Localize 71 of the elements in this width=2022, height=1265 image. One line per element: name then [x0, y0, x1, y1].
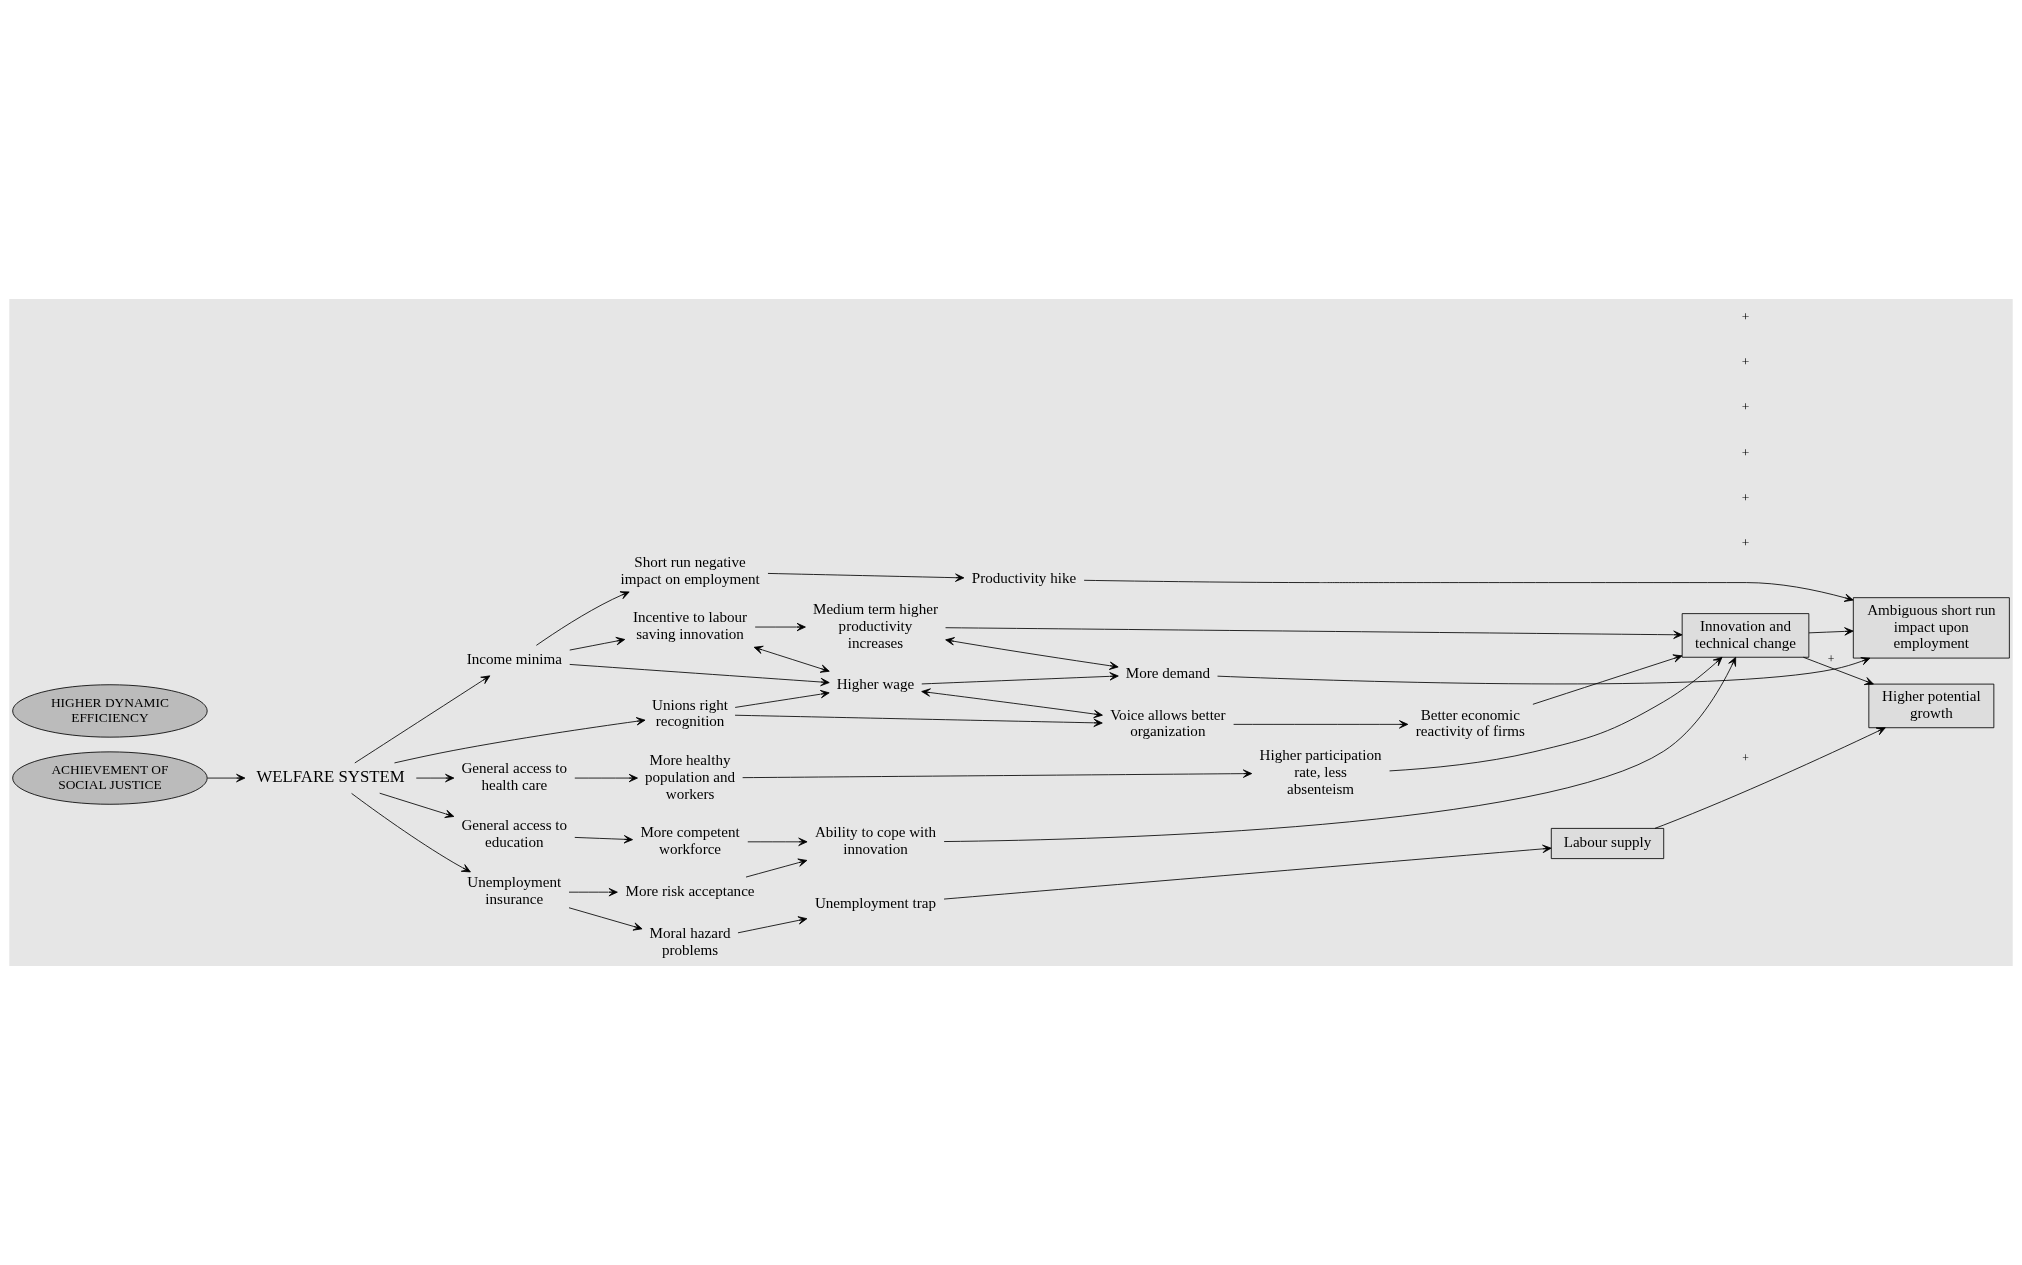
arrow — [767, 573, 965, 582]
node-text: WELFARE SYSTEM — [256, 767, 405, 787]
arrow — [379, 792, 455, 818]
arrow — [1389, 656, 1723, 772]
node-text: Unions right recognition — [652, 696, 728, 730]
arrow — [1532, 654, 1683, 705]
arrow — [734, 689, 830, 708]
arrow — [569, 636, 626, 651]
node-text: Voice allows better organization — [1110, 706, 1226, 740]
arrow — [921, 672, 1119, 685]
arrow — [574, 835, 633, 844]
arrow — [568, 887, 618, 897]
arrow — [734, 714, 1103, 727]
arrow — [742, 769, 1253, 779]
node-text: More risk acceptance — [625, 882, 755, 899]
label: + — [1741, 399, 1750, 415]
arrow — [569, 664, 830, 687]
arrow — [574, 773, 638, 783]
node-text: Income minima — [466, 651, 562, 668]
arrow — [945, 627, 1683, 639]
arrow — [1802, 656, 1874, 685]
node-text: More competent workforce — [640, 824, 740, 857]
arrow — [943, 844, 1552, 900]
node-text: Higher participation rate, less absenteism — [1259, 746, 1382, 797]
arrow — [415, 773, 455, 783]
arrow — [207, 773, 246, 783]
node-text: More demand — [1125, 664, 1210, 681]
arrow — [1233, 720, 1409, 729]
label: + — [1741, 444, 1750, 460]
edge-label: + — [1827, 653, 1835, 667]
node-ellipse: ACHIEVEMENT OF SOCIAL JUSTICE — [12, 751, 208, 805]
arrow — [351, 793, 471, 873]
node-box: Labour supply — [1550, 828, 1665, 860]
arrow — [394, 717, 646, 764]
node-text: Productivity hike — [971, 569, 1077, 586]
arrow — [1217, 657, 1871, 685]
label: + — [1741, 489, 1750, 505]
node-text: Unemployment trap — [814, 895, 937, 912]
node-text: Better economic reactivity of firms — [1415, 706, 1525, 740]
node-text: Medium term higher productivity increases — [813, 600, 938, 651]
node-text: Short run negative impact on employment — [620, 553, 760, 587]
arrow — [535, 591, 630, 646]
node-box: Ambiguous short run impact upon employment — [1852, 597, 2010, 659]
arrow — [945, 637, 1119, 670]
arrow — [753, 645, 830, 673]
label: + — [1741, 308, 1750, 324]
node-text: General access to health care — [461, 760, 568, 794]
node-ellipse: HIGHER DYNAMIC EFFICIENCY — [12, 684, 208, 738]
arrow — [943, 656, 1737, 842]
node-text: Incentive to labour saving innovation — [633, 609, 748, 643]
arrow — [1654, 727, 1886, 829]
edge-label: + — [1742, 752, 1749, 766]
arrow — [737, 916, 808, 934]
arrow — [745, 858, 808, 878]
node-box: Higher potential growth — [1868, 683, 1995, 729]
label: + — [1741, 353, 1750, 369]
node-text: Ability to cope with innovation — [814, 824, 937, 857]
node-text: More healthy population and workers — [644, 751, 736, 802]
node-text: General access to education — [461, 817, 568, 851]
arrow — [747, 837, 808, 846]
arrow — [754, 622, 806, 632]
arrow — [921, 688, 1103, 719]
label: + — [1741, 535, 1750, 551]
arrow — [568, 907, 643, 931]
node-text: Moral hazard problems — [649, 924, 731, 958]
arrow — [1808, 627, 1854, 636]
node-text: Unemployment insurance — [467, 874, 562, 908]
arrow — [1083, 579, 1854, 602]
node-text: Higher wage — [836, 676, 915, 693]
node-box: Innovation and technical change — [1681, 613, 1810, 658]
arrow — [354, 675, 491, 764]
